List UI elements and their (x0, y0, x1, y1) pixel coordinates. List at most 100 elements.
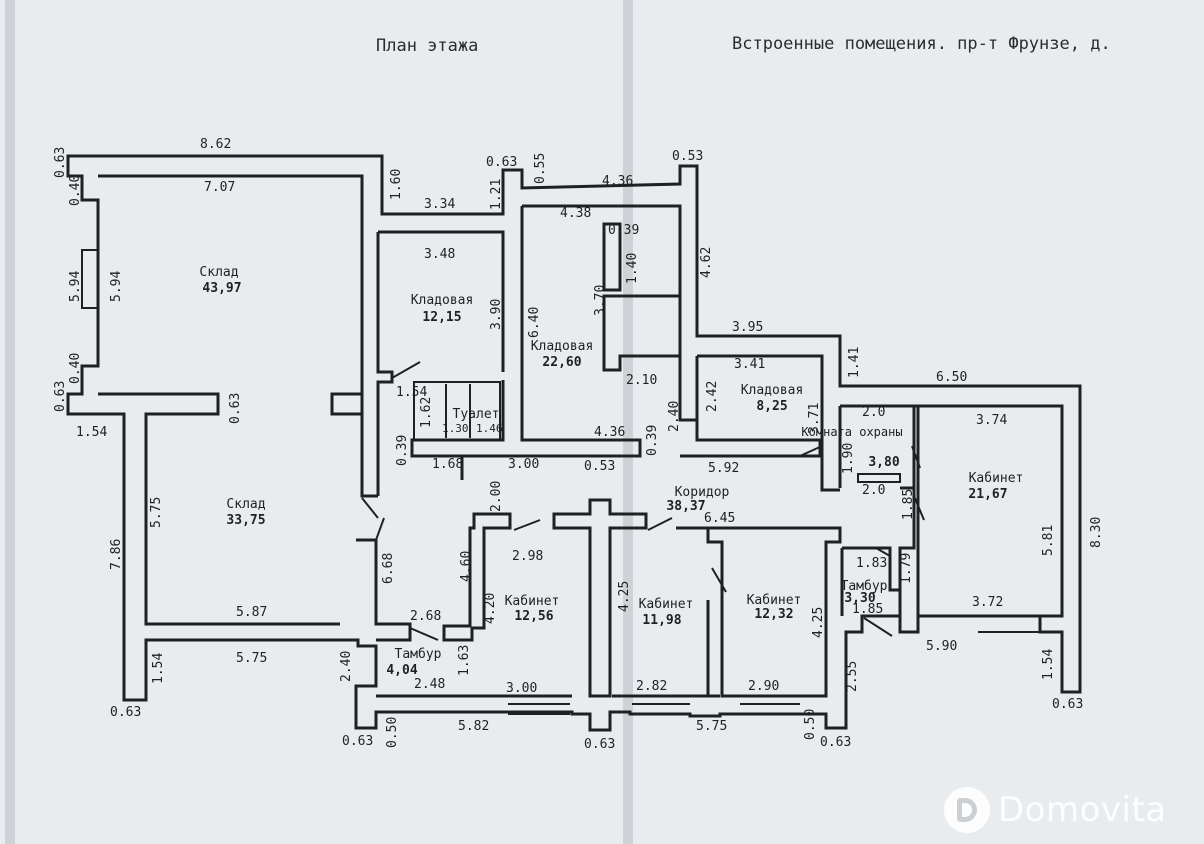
room-name: Склад (199, 265, 238, 280)
dimension-label: 0.50 (803, 709, 818, 740)
dimension-label: 1.30 (442, 422, 469, 435)
dimension-label: 6.50 (936, 370, 967, 385)
dimension-label: 1.79 (899, 553, 914, 584)
dimension-label: 1.90 (841, 443, 856, 474)
dimension-label: 0.63 (228, 393, 243, 424)
dimension-label: 1.54 (151, 653, 166, 684)
dimension-label: 0.63 (584, 737, 615, 752)
domovita-logo-icon (944, 787, 990, 833)
dimension-label: 1.85 (901, 489, 916, 520)
dimension-label: 3.41 (734, 357, 765, 372)
dimension-label: 0.39 (645, 425, 660, 456)
room-name: Коридор (675, 485, 730, 500)
dimension-label: 4.62 (699, 247, 714, 278)
dimension-label: 0.63 (820, 735, 851, 750)
dimension-label: 3.90 (489, 299, 504, 330)
room-area: 38,37 (666, 499, 705, 514)
dimension-label: 2.68 (410, 609, 441, 624)
dimension-label: 1.54 (1041, 649, 1056, 680)
room-name: Кабинет (747, 593, 802, 608)
brand-watermark: Domovita (944, 782, 1200, 838)
room-area: 4,04 (386, 663, 417, 678)
dimension-label: 2.10 (626, 373, 657, 388)
dimension-label: 1.54 (396, 385, 427, 400)
room-name: Кладовая (531, 339, 594, 354)
dimension-label: 0.63 (53, 147, 68, 178)
room-area: 3,80 (868, 455, 899, 470)
interior-walls (81, 204, 1064, 715)
dimension-label: 0.40 (68, 175, 83, 206)
dimension-label: 0.50 (385, 717, 400, 748)
room-name: Кабинет (969, 471, 1024, 486)
room-labels: Склад 43,97 Склад 33,75 Кладовая 12,15 К… (199, 265, 1023, 678)
dimension-label: 3.00 (506, 681, 537, 696)
room-name: Тамбур (841, 579, 888, 594)
dimension-label: 1.46 (476, 422, 503, 435)
dimension-label: 5.75 (696, 719, 727, 734)
room-area: 43,97 (202, 281, 241, 296)
dimension-label: 1.68 (432, 457, 463, 472)
dimension-label: 5.90 (926, 639, 957, 654)
room-area: 11,98 (642, 613, 681, 628)
dimension-label: 0.53 (584, 459, 615, 474)
dimension-label: 2.40 (339, 651, 354, 682)
dimension-label: 0.40 (68, 353, 83, 384)
dimension-label: 2.0 (862, 483, 885, 498)
dimension-label: 0.39 (395, 435, 410, 466)
room-area: 8,25 (756, 399, 787, 414)
dimension-label: 2.40 (667, 401, 682, 432)
dimension-label: 5.94 (68, 271, 83, 302)
dimension-label: 2.98 (512, 549, 543, 564)
room-area: 12,32 (754, 607, 793, 622)
room-name: Тамбур (395, 647, 442, 662)
dimension-label: 6.40 (527, 307, 542, 338)
room-area: 33,75 (226, 513, 265, 528)
room-area: 21,67 (968, 487, 1007, 502)
room-area: 22,60 (542, 355, 581, 370)
room-area: 12,15 (422, 310, 461, 325)
room-name: Склад (226, 497, 265, 512)
dimension-label: 7.86 (109, 539, 124, 570)
dimension-label: 4.36 (594, 425, 625, 440)
dimension-label: 6.68 (381, 553, 396, 584)
room-name: Кладовая (741, 383, 804, 398)
dimension-label: 1.62 (419, 397, 434, 428)
dimension-label: 1.85 (852, 602, 883, 617)
dimension-label: 3.70 (593, 285, 608, 316)
dimension-label: 1.41 (847, 347, 862, 378)
room-area: 12,56 (514, 609, 553, 624)
dimension-label: 7.07 (204, 180, 235, 195)
room-area: 3,30 (844, 591, 875, 606)
dimension-label: 0.53 (672, 149, 703, 164)
dimension-label: 2.48 (414, 677, 445, 692)
dimension-label: 5.92 (708, 461, 739, 476)
dimension-label: 6.45 (704, 511, 735, 526)
dimension-label: 2.00 (489, 481, 504, 512)
dimension-label: 1.60 (389, 169, 404, 200)
dimension-label: 0.39 (608, 223, 639, 238)
dimension-label: 2.55 (845, 661, 860, 692)
plan-subtitle: Встроенные помещения. пр-т Фрунзе, д. (732, 34, 1111, 54)
dimension-label: 3.00 (508, 457, 539, 472)
room-name: Кабинет (505, 594, 560, 609)
dimension-label: 3.71 (807, 403, 822, 434)
door-swings (361, 361, 925, 641)
dimension-label: 5.94 (109, 271, 124, 302)
dimension-label: 5.87 (236, 605, 267, 620)
dimension-label: 5.75 (236, 651, 267, 666)
dimension-label: 1.54 (76, 425, 107, 440)
plan-title: План этажа (376, 36, 478, 56)
dimension-label: 0.63 (1052, 697, 1083, 712)
dimension-label: 4.60 (459, 551, 474, 582)
dimension-label: 0.63 (110, 705, 141, 720)
dimension-label: 8.62 (200, 137, 231, 152)
dimension-label: 2.82 (636, 679, 667, 694)
dimension-label: 1.21 (489, 179, 504, 210)
room-name: Кладовая (411, 293, 474, 308)
dimension-label: 4.38 (560, 206, 591, 221)
dimension-label: 1.63 (457, 645, 472, 676)
dimension-label: 5.75 (149, 497, 164, 528)
brand-name: Domovita (998, 790, 1167, 830)
dimension-label: 3.95 (732, 320, 763, 335)
